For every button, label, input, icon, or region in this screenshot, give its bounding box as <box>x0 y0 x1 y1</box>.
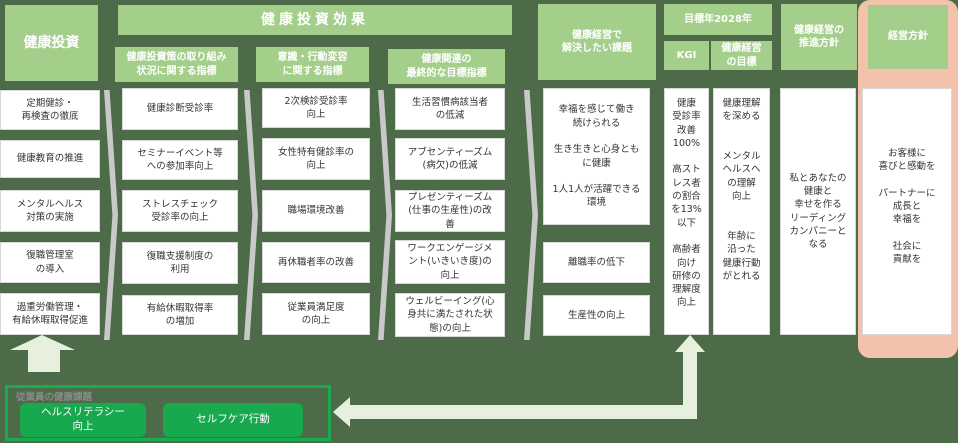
effects-col2-item: 再休職者率の改善 <box>262 242 370 283</box>
kgi-header: KGI <box>664 41 709 70</box>
effects-col2-header: 意識・行動変容 に関する指標 <box>256 47 369 82</box>
target-header: 目標年2028年 <box>664 4 772 35</box>
effects-col1-item: ストレスチェック 受診率の向上 <box>122 190 238 232</box>
effects-col3-item: ワークエンゲージメ ント(いきいき度)の 向上 <box>395 240 505 284</box>
policy-header: 経営方針 <box>868 5 948 69</box>
investment-item: 定期健診・ 再検査の徹底 <box>0 90 100 130</box>
effects-col1-item: 健康診断受診率 <box>122 88 238 130</box>
arrow-up-icon <box>10 335 75 372</box>
issues-item: 生産性の向上 <box>543 295 650 336</box>
effects-col3-item: アブセンティーズム (病欠)の低減 <box>395 138 505 180</box>
investment-item: メンタルヘルス 対策の実施 <box>0 190 100 232</box>
policy-box: お客様に 喜びと感動を パートナーに 成長と 幸福を 社会に 貢献を <box>862 88 952 335</box>
investment-item: 過重労働管理・ 有給休暇取得促進 <box>0 293 100 335</box>
arrow-left-icon <box>333 335 705 427</box>
investment-header: 健康投資 <box>5 5 98 81</box>
effects-header: 健康投資効果 <box>118 5 512 35</box>
employee-issues-panel: 従業員の健康課題 ヘルスリテラシー 向上 セルフケア行動 <box>5 385 331 441</box>
goal-box: 健康理解 を深める メンタル ヘルスへ の理解 向上 年齢に 沿った 健康行動 … <box>713 88 770 335</box>
effects-col2-item: 2次検診受診率 向上 <box>262 88 370 128</box>
effects-col2-item: 従業員満足度 の向上 <box>262 293 370 335</box>
effects-col1-item: セミナーイベント等 への参加率向上 <box>122 140 238 180</box>
kgi-box: 健康 受診率 改善 100% 高スト レス者 の割合 を13% 以下 高齢者 向… <box>664 88 709 335</box>
effects-col3-header: 健康関連の 最終的な目標指標 <box>388 49 505 84</box>
goal-header: 健康経営 の目標 <box>711 41 772 70</box>
issues-header: 健康経営で 解決したい課題 <box>538 4 656 80</box>
effects-col1-item: 有給休暇取得率 の増加 <box>122 295 238 335</box>
employee-issues-title: 従業員の健康課題 <box>16 392 93 403</box>
effects-col3-item: 生活習慣病該当者 の低減 <box>395 88 505 130</box>
issues-item: 離職率の低下 <box>543 242 650 283</box>
effects-col2-item: 職場環境改善 <box>262 190 370 232</box>
health-literacy-item: ヘルスリテラシー 向上 <box>20 403 146 437</box>
effects-col3-item: ウェルビーイング(心 身共に満たされた状 態)の向上 <box>395 293 505 337</box>
effects-col1-item: 復職支援制度の 利用 <box>122 242 238 284</box>
effects-col2-item: 女性特有健診率の 向上 <box>262 138 370 180</box>
issues-item: 幸福を感じて働き 続けられる 生き生きと心身とも に健康 1人1人が活躍できる … <box>543 88 650 225</box>
effects-col1-header: 健康投資策の取り組み 状況に関する指標 <box>115 47 238 82</box>
investment-item: 健康教育の推進 <box>0 140 100 178</box>
investment-item: 復職管理室 の導入 <box>0 242 100 283</box>
selfcare-item: セルフケア行動 <box>163 403 303 437</box>
effects-col3-item: プレゼンティーズム (仕事の生産性)の改 善 <box>395 190 505 232</box>
promotion-box: 私とあなたの 健康と 幸せを作る リーディング カンパニーと なる <box>780 88 856 335</box>
promotion-header: 健康経営の 推進方針 <box>781 4 857 70</box>
